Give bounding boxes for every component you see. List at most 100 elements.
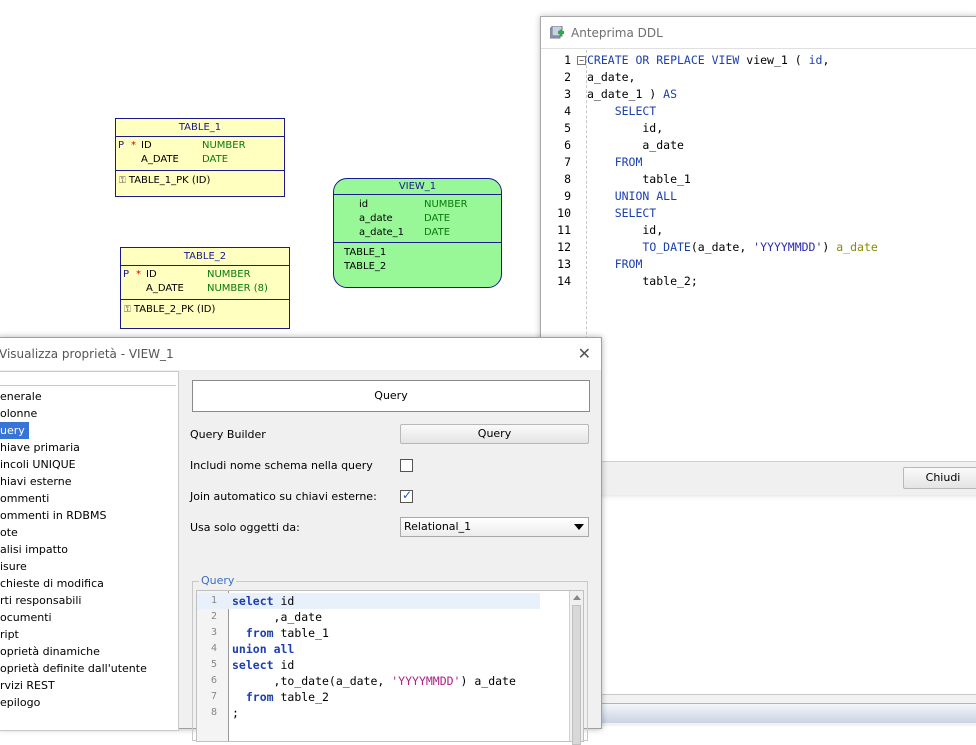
pk-marker: P <box>118 140 125 151</box>
key-label: TABLE_1_PK (ID) <box>128 175 211 186</box>
column-row: P * ID NUMBER <box>121 268 289 282</box>
include-schema-label: Includi nome schema nella query <box>190 459 373 472</box>
query-line: 2 ,a_date <box>210 610 323 624</box>
nav-item-change-requests[interactable]: chieste di modifica <box>0 577 104 590</box>
nav-item-notes[interactable]: ote <box>0 526 18 539</box>
column-type: NUMBER <box>207 269 251 280</box>
fold-collapse-icon[interactable]: − <box>577 56 586 65</box>
properties-dialog: Visualizza proprietà - VIEW_1 ✕ enerale … <box>0 337 602 745</box>
entity-view-1[interactable]: VIEW_1 id NUMBER a_date DATE a_date_1 DA… <box>333 178 502 288</box>
view-source: TABLE_1 <box>344 247 387 258</box>
nav-item-query[interactable]: uery <box>0 422 29 439</box>
query-line-text: union all <box>232 642 295 656</box>
nav-item-comments[interactable]: ommenti <box>0 492 50 505</box>
nav-item-impact-analysis[interactable]: alisi impatto <box>0 543 68 556</box>
nav-item-unique-constraints[interactable]: incoli UNIQUE <box>0 458 76 471</box>
column-type: DATE <box>202 154 229 165</box>
column-row: id NUMBER <box>334 198 501 212</box>
nav-item-general[interactable]: enerale <box>0 390 42 403</box>
column-name: ID <box>146 269 157 280</box>
column-type: DATE <box>424 213 451 224</box>
column-type: NUMBER <box>424 199 468 210</box>
column-row: a_date DATE <box>334 212 501 226</box>
column-row: P * ID NUMBER <box>116 139 284 153</box>
key-row: ⚿TABLE_1_PK (ID) <box>116 174 284 188</box>
column-name: id <box>359 199 369 210</box>
nav-item-primary-key[interactable]: hiave primaria <box>0 441 80 454</box>
key-row: ⚿TABLE_2_PK (ID) <box>121 303 289 317</box>
chevron-down-icon <box>574 524 584 530</box>
query-line: 8; <box>210 706 239 720</box>
auto-join-label: Join automatico su chiavi esterne: <box>190 490 377 503</box>
query-line-text: select id <box>232 658 295 672</box>
query-header-button[interactable]: Query <box>192 380 590 412</box>
close-icon[interactable]: ✕ <box>577 344 591 363</box>
nav-item-columns[interactable]: olonne <box>0 407 38 420</box>
query-scrollbar[interactable] <box>569 591 583 745</box>
use-objects-value: Relational_1 <box>404 520 472 533</box>
mandatory-marker: * <box>136 269 141 280</box>
query-line-text: ,to_date(a_date, 'YYYYMMDD') a_date <box>232 674 516 688</box>
nav-item-user-properties[interactable]: oprietà definite dall'utente <box>0 662 147 675</box>
nav-item-documents[interactable]: ocumenti <box>0 611 52 624</box>
background-bar <box>602 703 976 723</box>
nav-item-dynamic-properties[interactable]: oprietà dinamiche <box>0 645 100 658</box>
column-name: a_date_1 <box>359 227 405 238</box>
column-type: NUMBER (8) <box>207 283 268 294</box>
nav-item-scripts[interactable]: ript <box>0 628 19 641</box>
nav-item-foreign-keys[interactable]: hiavi esterne <box>0 475 72 488</box>
query-line-text: ,a_date <box>232 610 323 624</box>
include-schema-checkbox[interactable] <box>400 459 413 472</box>
property-nav: enerale olonne uery hiave primaria incol… <box>0 371 179 731</box>
query-line-text: select id <box>232 594 295 608</box>
nav-item-measures[interactable]: isure <box>0 560 27 573</box>
query-line-gutter <box>197 591 229 741</box>
nav-filter-field[interactable] <box>0 372 176 386</box>
dialog-title: Visualizza proprietà - VIEW_1 <box>0 347 174 361</box>
entity-table-1[interactable]: TABLE_1 P * ID NUMBER A_DATE DATE ⚿TABLE… <box>115 118 285 197</box>
query-builder-label: Query Builder <box>190 428 266 441</box>
key-icon: ⚿ <box>119 176 126 186</box>
ddl-titlebar[interactable]: Anteprima DDL <box>541 17 976 49</box>
column-row: A_DATE DATE <box>116 153 284 167</box>
column-name: A_DATE <box>141 154 179 165</box>
nav-item-rdbms-comments[interactable]: ommenti in RDBMS <box>0 509 107 522</box>
scroll-thumb[interactable] <box>572 605 581 745</box>
use-objects-label: Usa solo oggetti da: <box>190 521 300 534</box>
query-builder-button[interactable]: Query <box>400 424 589 444</box>
query-group-label: Query <box>199 574 237 587</box>
query-line: 7 from table_2 <box>210 690 329 704</box>
query-line-text: ; <box>232 706 239 720</box>
query-line-text: from table_1 <box>245 626 329 640</box>
query-panel: Query Query Builder Query Includi nome s… <box>181 371 601 745</box>
query-line: 3 from table_1 <box>210 626 329 640</box>
key-label: TABLE_2_PK (ID) <box>133 304 216 315</box>
nav-item-summary[interactable]: epilogo <box>0 696 41 709</box>
entity-title: TABLE_2 <box>121 248 289 266</box>
entity-table-2[interactable]: TABLE_2 P * ID NUMBER A_DATE NUMBER (8) … <box>120 247 290 329</box>
nav-item-rest-services[interactable]: rvizi REST <box>0 679 55 692</box>
use-objects-select[interactable]: Relational_1 <box>400 517 589 537</box>
column-row: A_DATE NUMBER (8) <box>121 282 289 296</box>
column-row: a_date_1 DATE <box>334 226 501 240</box>
auto-join-checkbox[interactable] <box>400 488 413 503</box>
mandatory-marker: * <box>131 140 136 151</box>
column-name: A_DATE <box>146 283 184 294</box>
close-button[interactable]: Chiudi <box>903 467 976 489</box>
view-source: TABLE_2 <box>344 261 387 272</box>
dialog-titlebar[interactable]: Visualizza proprietà - VIEW_1 ✕ <box>0 338 601 370</box>
query-line-text: from table_2 <box>245 690 329 704</box>
scroll-up-icon[interactable] <box>573 595 581 600</box>
nav-item-responsible-parties[interactable]: rti responsabili <box>0 594 82 607</box>
key-icon: ⚿ <box>124 305 131 315</box>
column-name: ID <box>141 140 152 151</box>
entity-title: VIEW_1 <box>334 179 501 195</box>
column-type: NUMBER <box>202 140 246 151</box>
